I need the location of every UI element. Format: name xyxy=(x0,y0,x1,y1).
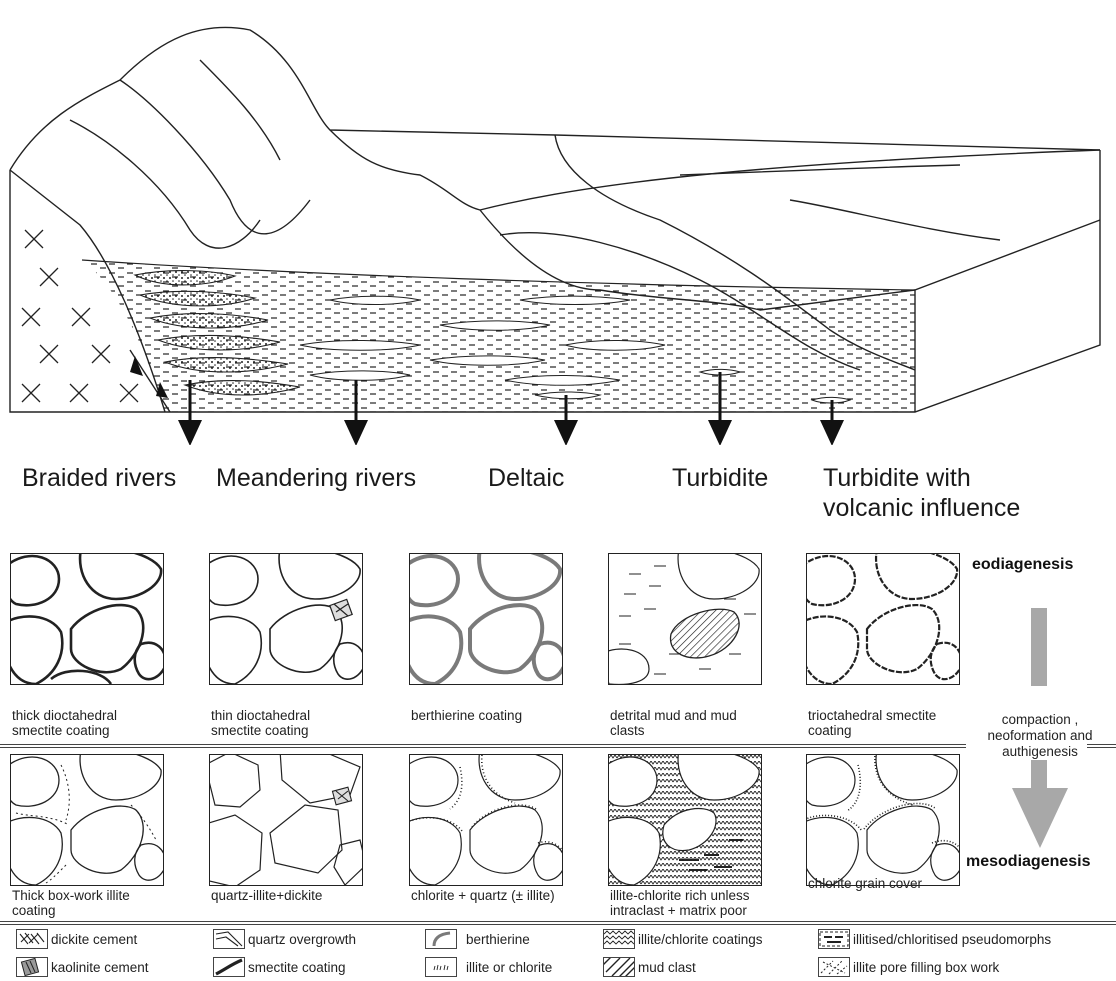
legend-label: illite/chlorite coatings xyxy=(638,932,763,947)
meso-caption-3: chlorite + quartz (± illite) xyxy=(411,888,561,903)
box-work-icon xyxy=(818,957,850,977)
env-label-meandering-rivers: Meandering rivers xyxy=(216,463,416,493)
legend-item-illite-or-chlorite: illite or chlorite xyxy=(425,957,552,977)
eo-panel-5 xyxy=(806,553,960,685)
mesodiagenesis-label: mesodiagenesis xyxy=(966,853,1091,871)
env-label-turbidite-volcanic: Turbidite with volcanic influence xyxy=(823,463,1063,523)
stage-separator-right xyxy=(1087,744,1116,748)
meso-panel-4 xyxy=(608,754,762,886)
eo-caption-4: detrital mud and mud clasts xyxy=(610,708,760,738)
env-label-turbidite: Turbidite xyxy=(672,463,768,493)
env-label-deltaic: Deltaic xyxy=(488,463,564,493)
depositional-block-diagram xyxy=(0,0,1116,445)
eo-caption-1: thick dioctahedral smectite coating xyxy=(12,708,162,738)
berthierine-icon xyxy=(425,929,457,949)
legend-item-quartz-overgrowth: quartz overgrowth xyxy=(213,929,356,949)
legend-label: illite pore filling box work xyxy=(853,960,999,975)
legend-item-illite-chlorite-coatings: illite/chlorite coatings xyxy=(603,929,763,949)
illite-or-chlorite-icon xyxy=(425,957,457,977)
smectite-coating-icon xyxy=(213,957,245,977)
mud-clast-icon xyxy=(603,957,635,977)
eo-caption-5: trioctahedral smectite coating xyxy=(808,708,958,738)
legend-item-dickite-cement: dickite cement xyxy=(16,929,137,949)
legend-item-mud-clast: mud clast xyxy=(603,957,696,977)
legend-separator xyxy=(0,921,1116,925)
meso-caption-4: illite-chlorite rich unless intraclast +… xyxy=(610,888,800,918)
env-label-braided-rivers: Braided rivers xyxy=(22,463,176,493)
eo-panel-3 xyxy=(409,553,563,685)
meso-caption-2: quartz-illite+dickite xyxy=(211,888,361,903)
meso-panel-2 xyxy=(209,754,363,886)
illite-chlorite-coatings-icon xyxy=(603,929,635,949)
legend-label: illitised/chloritised pseudomorphs xyxy=(853,932,1051,947)
legend-item-smectite-coating: smectite coating xyxy=(213,957,346,977)
eo-caption-3: berthierine coating xyxy=(411,708,561,723)
legend-label: kaolinite cement xyxy=(51,960,149,975)
meso-caption-5: chlorite grain cover xyxy=(808,876,958,891)
legend-item-pseudomorphs: illitised/chloritised pseudomorphs xyxy=(818,929,1051,949)
legend-label: smectite coating xyxy=(248,960,346,975)
legend-label: dickite cement xyxy=(51,932,137,947)
legend-label: berthierine xyxy=(466,932,530,947)
eo-panel-4 xyxy=(608,553,762,685)
process-label: compaction , neoformation and authigenes… xyxy=(965,712,1115,760)
stage-separator xyxy=(0,744,966,748)
legend-label: illite or chlorite xyxy=(466,960,552,975)
eodiagenesis-label: eodiagenesis xyxy=(972,556,1073,574)
eo-panel-1 xyxy=(10,553,164,685)
legend-item-berthierine: berthierine xyxy=(425,929,530,949)
meso-panel-5 xyxy=(806,754,960,886)
eo-panel-2 xyxy=(209,553,363,685)
meso-panel-3 xyxy=(409,754,563,886)
quartz-overgrowth-icon xyxy=(213,929,245,949)
dickite-cement-icon xyxy=(16,929,48,949)
meso-panel-1 xyxy=(10,754,164,886)
legend-item-box-work: illite pore filling box work xyxy=(818,957,999,977)
kaolinite-cement-icon xyxy=(16,957,48,977)
pseudomorphs-icon xyxy=(818,929,850,949)
meso-caption-1: Thick box-work illite coating xyxy=(12,888,162,918)
legend-label: quartz overgrowth xyxy=(248,932,356,947)
eo-caption-2: thin dioctahedral smectite coating xyxy=(211,708,361,738)
legend-item-kaolinite-cement: kaolinite cement xyxy=(16,957,149,977)
legend-label: mud clast xyxy=(638,960,696,975)
